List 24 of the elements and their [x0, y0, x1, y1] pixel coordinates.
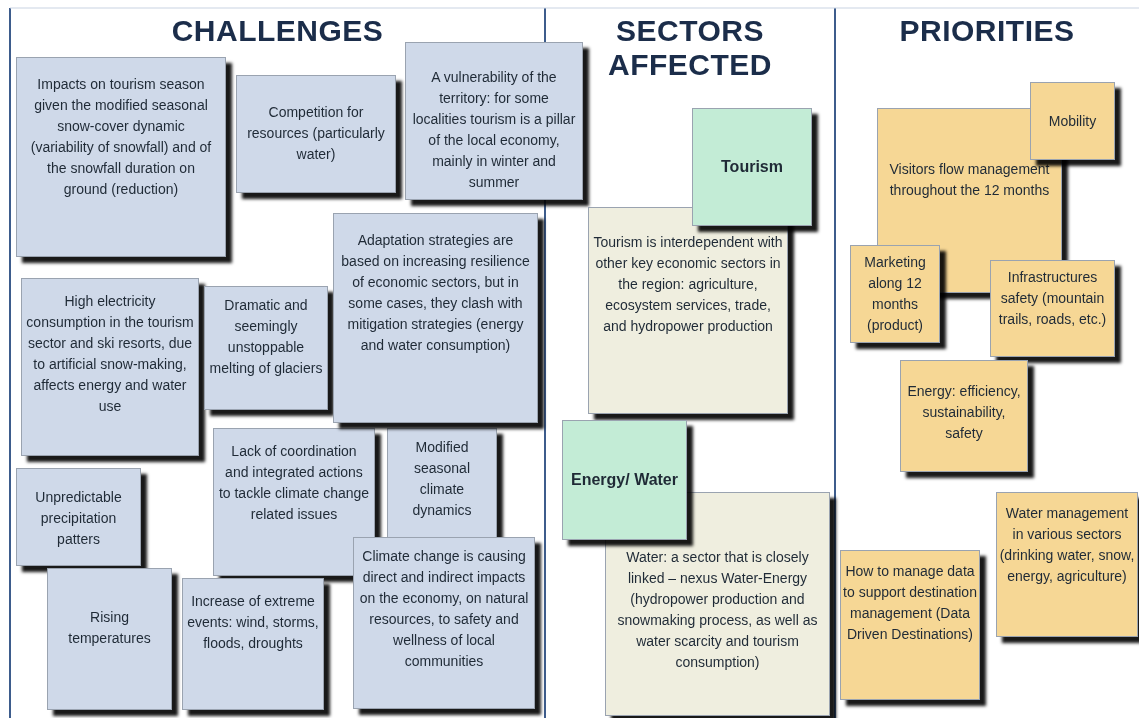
challenge-note: Increase of extreme events: wind, storms, floods, droughts	[182, 578, 324, 710]
priority-note: Mobility	[1030, 82, 1115, 160]
priority-note: Marketing along 12 months (product)	[850, 245, 940, 343]
sector-note: Energy/ Water	[562, 420, 687, 540]
challenge-note: Competition for resources (particularly water)	[236, 75, 396, 193]
challenge-note: Unpredictable precipitation patters	[16, 468, 141, 566]
priority-note: Water management in various sectors (drinking water, snow, energy, agriculture)	[996, 492, 1138, 637]
challenge-note: Modified seasonal climate dynamics	[387, 428, 497, 538]
challenge-note: Dramatic and seemingly unstoppable melting of glaciers	[204, 286, 328, 410]
sector-description-note: Water: a sector that is closely linked – nexus Water-Energy (hydropower production and snowmaking process, as well as water scarcity and tourism consumption)	[605, 492, 830, 716]
challenge-note: A vulnerability of the territory: for some localities tourism is a pillar of the local economy, mainly in winter and summer	[405, 42, 583, 200]
column-heading: CHALLENGES	[170, 14, 385, 48]
priority-note: How to manage data to support destination management (Data Driven Destinations)	[840, 550, 980, 700]
column-heading: SECTORS AFFECTED	[607, 14, 773, 82]
sector-description-note: Tourism is interdependent with other key economic sectors in the region: agriculture, ecosystem services, trade, and hydropower production	[588, 207, 788, 414]
challenge-note: Adaptation strategies are based on increasing resilience of economic sectors, but in some cases, they clash with mitigation strategies (energy and water consumption)	[333, 213, 538, 423]
priority-note: Energy: efficiency, sustainability, safety	[900, 360, 1028, 472]
sector-note: Tourism	[692, 108, 812, 226]
challenge-note: Rising temperatures	[47, 568, 172, 710]
column-heading: PRIORITIES	[898, 14, 1076, 48]
priority-note: Infrastructures safety (mountain trails, roads, etc.)	[990, 260, 1115, 357]
challenge-note: Impacts on tourism season given the modified seasonal snow-cover dynamic (variability of snowfall) and of the snowfall duration on ground (reduction)	[16, 57, 226, 257]
challenge-note: Climate change is causing direct and indirect impacts on the economy, on natural resources, to safety and wellness of local communities	[353, 537, 535, 709]
challenge-note: High electricity consumption in the tourism sector and ski resorts, due to artificial snow-making, affects energy and water use	[21, 278, 199, 456]
